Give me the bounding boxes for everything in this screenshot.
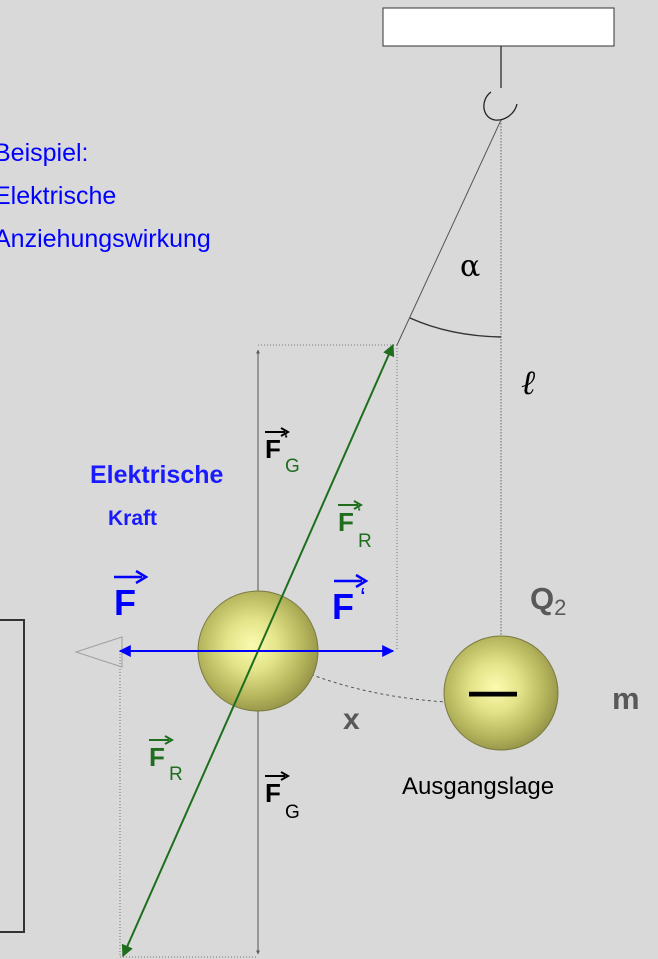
hook bbox=[483, 91, 518, 121]
vector-fg-prime-mark: ‘ bbox=[284, 430, 289, 452]
vector-fg-prime-sub: G bbox=[285, 456, 300, 477]
displacement-label: x bbox=[343, 703, 360, 736]
vector-fr-main: F bbox=[149, 742, 165, 772]
vector-fr-prime-sub: R bbox=[358, 531, 372, 552]
vector-arrow-icon bbox=[114, 569, 149, 584]
vector-fr-prime-label: F ‘ R bbox=[336, 497, 376, 553]
resultant-force-down bbox=[121, 650, 259, 958]
vector-arrow-icon bbox=[265, 427, 291, 437]
charge-subscript: 2 bbox=[554, 595, 567, 620]
vector-arrow-icon bbox=[338, 500, 364, 510]
length-ell-label: ℓ bbox=[521, 363, 536, 403]
vector-fg-prime-label: F ‘ G bbox=[263, 424, 303, 480]
vector-f-prime-main: F bbox=[332, 586, 354, 627]
vector-arrow-icon bbox=[149, 735, 175, 745]
vector-fg-prime-main: F bbox=[265, 434, 281, 464]
vector-f-prime-label: F ‘ bbox=[330, 572, 380, 628]
start-position-ball bbox=[443, 635, 559, 751]
vector-fg-label: F G bbox=[263, 768, 303, 824]
mass-label: m bbox=[612, 681, 640, 716]
angle-arc bbox=[409, 317, 502, 338]
displacement-arc bbox=[261, 651, 447, 703]
vector-fr-sub: R bbox=[169, 764, 183, 785]
charge-label: Q2 bbox=[530, 581, 566, 619]
vector-fg-main: F bbox=[265, 778, 281, 808]
electric-force-label-line1: Elektrische bbox=[90, 461, 224, 489]
vector-f-label: F bbox=[110, 568, 150, 624]
vector-arrow-icon bbox=[334, 573, 369, 588]
negative-charge-sign: — bbox=[469, 665, 517, 718]
vector-f-main: F bbox=[114, 582, 136, 623]
title-line-3: Anziehungswirkung bbox=[0, 225, 211, 253]
charge-symbol: Q bbox=[530, 581, 555, 616]
start-position-label: Ausgangslage bbox=[402, 773, 555, 800]
vector-arrow-icon bbox=[265, 771, 291, 781]
ceiling-mount bbox=[382, 7, 615, 47]
charged-plate bbox=[0, 619, 25, 933]
title-line-2: Elektrische bbox=[0, 182, 117, 210]
vector-fr-prime-main: F bbox=[338, 507, 354, 537]
force-direction-triangle bbox=[74, 636, 123, 668]
vector-fg-sub: G bbox=[285, 802, 300, 823]
vector-fr-prime-mark: ‘ bbox=[357, 503, 362, 525]
vector-f-prime-mark: ‘ bbox=[360, 582, 366, 612]
electric-force-label-line2: Kraft bbox=[108, 507, 158, 530]
resultant-force-up bbox=[257, 343, 395, 652]
vector-fr-label: F R bbox=[147, 732, 187, 788]
angle-alpha-label: α bbox=[460, 249, 481, 284]
string-deflected bbox=[396, 119, 502, 346]
title-line-1: Beispiel: bbox=[0, 139, 89, 167]
